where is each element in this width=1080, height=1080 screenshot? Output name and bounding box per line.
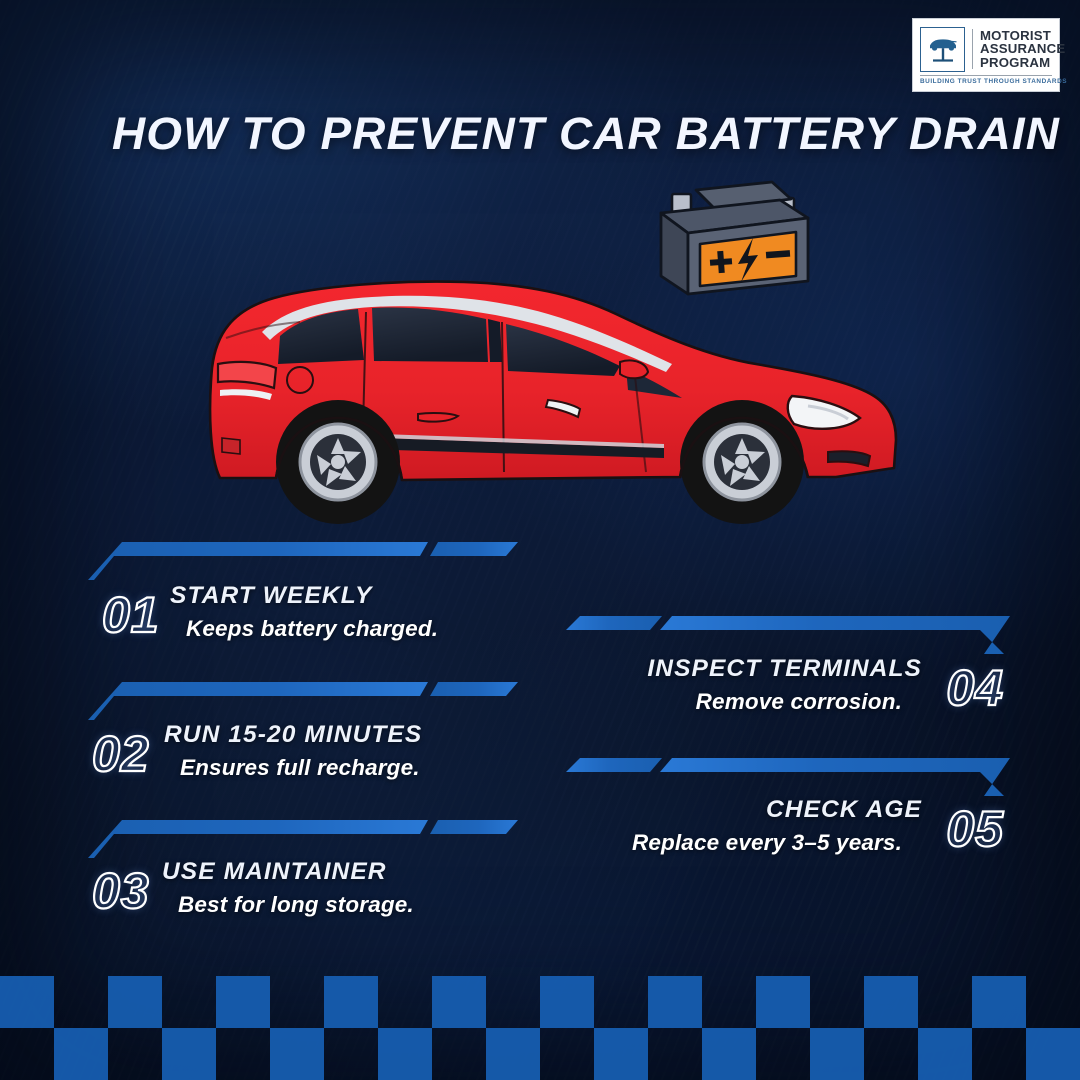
checker-square xyxy=(162,1028,216,1080)
logo-line-2: ASSURANCE xyxy=(980,41,1066,57)
step-detail: Keeps battery charged. xyxy=(186,616,439,641)
step-item: 05 CHECK AGE Replace every 3–5 years. xyxy=(566,752,1010,872)
checker-square xyxy=(810,1028,864,1080)
checker-square xyxy=(270,1028,324,1080)
step-number: 01 xyxy=(101,587,160,643)
red-hatchback-car-icon xyxy=(196,272,908,542)
car-on-lift-icon xyxy=(920,26,965,72)
step-number: 04 xyxy=(945,660,1004,716)
checker-square xyxy=(378,1028,432,1080)
step-detail: Replace every 3–5 years. xyxy=(631,830,902,855)
step-number: 02 xyxy=(91,726,150,782)
checkered-footer xyxy=(0,976,1080,1080)
step-item: 01 START WEEKLY Keeps battery charged. xyxy=(88,536,518,656)
checker-square xyxy=(972,976,1026,1028)
checker-square xyxy=(324,976,378,1028)
checker-square xyxy=(594,1028,648,1080)
logo-main: MOTORIST ASSURANCE PROGRAM xyxy=(920,26,1065,72)
step-heading: USE MAINTAINER xyxy=(162,858,387,885)
step-heading: START WEEKLY xyxy=(170,582,373,609)
checker-square xyxy=(864,976,918,1028)
checker-square xyxy=(1026,1028,1080,1080)
checker-square xyxy=(486,1028,540,1080)
logo-wordmark: MOTORIST ASSURANCE PROGRAM xyxy=(972,27,1066,70)
step-item: 02 RUN 15-20 MINUTES Ensures full rechar… xyxy=(88,676,518,796)
checker-square xyxy=(216,976,270,1028)
step-item: 03 USE MAINTAINER Best for long storage. xyxy=(88,814,518,934)
step-accent-bar-right xyxy=(566,752,1010,796)
step-heading: RUN 15-20 MINUTES xyxy=(164,721,423,748)
step-heading: INSPECT TERMINALS xyxy=(647,655,922,682)
step-accent-bar-left xyxy=(88,814,518,858)
checker-square xyxy=(702,1028,756,1080)
checker-row xyxy=(0,976,1080,1028)
car-battery-icon xyxy=(648,172,818,307)
checker-row xyxy=(0,1028,1080,1080)
step-item: 04 INSPECT TERMINALS Remove corrosion. xyxy=(566,610,1010,730)
step-accent-bar-left xyxy=(88,676,518,720)
checker-square xyxy=(918,1028,972,1080)
brand-logo: MOTORIST ASSURANCE PROGRAM BUILDING TRUS… xyxy=(912,18,1067,92)
step-heading: CHECK AGE xyxy=(765,796,922,823)
logo-line-3: PROGRAM xyxy=(980,54,1051,70)
logo-line-1: MOTORIST xyxy=(980,27,1051,43)
step-accent-bar-left xyxy=(88,536,518,580)
page-title: HOW TO PREVENT CAR BATTERY DRAIN xyxy=(112,108,1061,159)
checker-square xyxy=(648,976,702,1028)
checker-square xyxy=(432,976,486,1028)
logo-tagline: BUILDING TRUST THROUGH STANDARDS xyxy=(920,74,1067,85)
step-number: 03 xyxy=(91,863,150,919)
step-number: 05 xyxy=(945,801,1004,857)
checker-square xyxy=(108,976,162,1028)
checker-square xyxy=(54,1028,108,1080)
step-detail: Best for long storage. xyxy=(178,892,414,917)
checker-square xyxy=(540,976,594,1028)
step-accent-bar-right xyxy=(566,610,1010,654)
checker-square xyxy=(756,976,810,1028)
step-detail: Remove corrosion. xyxy=(695,689,902,714)
checker-square xyxy=(0,976,54,1028)
step-detail: Ensures full recharge. xyxy=(180,755,420,780)
